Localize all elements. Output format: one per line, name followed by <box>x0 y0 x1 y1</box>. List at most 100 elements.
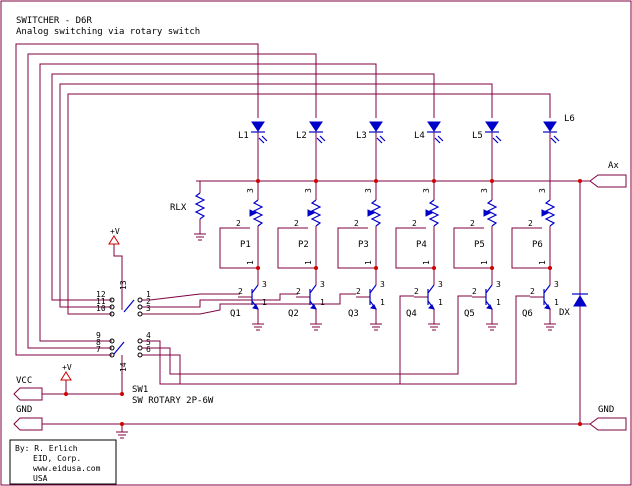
q-pin2: 2 <box>356 287 361 296</box>
gnd-right-connector: GND <box>589 405 627 431</box>
led-label-5: L5 <box>472 131 483 141</box>
transistor-2: Q2 2 3 1 <box>288 268 325 331</box>
transistor-5: Q5 2 3 1 <box>464 268 501 331</box>
q-pin3: 3 <box>380 280 385 289</box>
pot-pin3: 3 <box>246 188 255 193</box>
output-connector: Ax <box>589 161 627 188</box>
pot-pin3: 3 <box>304 188 313 193</box>
junction-dot <box>314 266 318 270</box>
sw-pin-2: 2 <box>146 297 151 306</box>
pot-pin2: 2 <box>470 219 475 228</box>
diode-dx: DX <box>559 293 588 318</box>
q-pin3: 3 <box>262 280 267 289</box>
pot-label-2: P2 <box>298 240 309 250</box>
diode-label: DX <box>559 308 570 318</box>
transistor-label-2: Q2 <box>288 309 299 319</box>
ground-symbol-main <box>116 424 128 439</box>
led-label-2: L2 <box>296 131 307 141</box>
plus-v-bottom-label: +V <box>62 363 72 372</box>
pot-pin3: 3 <box>480 188 489 193</box>
gnd-right-label: GND <box>598 405 614 415</box>
gnd-left-connector: GND <box>13 405 43 431</box>
pot-pin1: 1 <box>364 260 373 265</box>
q-pin3: 3 <box>496 280 501 289</box>
pot-label-5: P5 <box>474 240 485 250</box>
pot-label-1: P1 <box>240 240 251 250</box>
junction-dot <box>256 179 260 183</box>
junction-dot <box>374 266 378 270</box>
pot-pin2: 2 <box>528 219 533 228</box>
sw-pin-13: 13 <box>119 280 128 290</box>
pot-pin3: 3 <box>422 188 431 193</box>
pot-label-4: P4 <box>416 240 427 250</box>
junction-dots <box>64 179 582 426</box>
led-label-6: L6 <box>564 114 575 124</box>
junction-dot <box>432 266 436 270</box>
q-pin3: 3 <box>554 280 559 289</box>
q-pin2: 2 <box>238 287 243 296</box>
switch-output-wires <box>142 293 530 385</box>
q-pin2: 2 <box>414 287 419 296</box>
q-pin1: 1 <box>496 298 501 307</box>
pot-label-3: P3 <box>358 240 369 250</box>
vcc-label: VCC <box>16 376 32 386</box>
plus-v-bottom: +V <box>60 363 72 394</box>
output-label: Ax <box>608 161 619 171</box>
sw-pin-10: 10 <box>96 304 106 313</box>
transistor-1: Q1 2 3 1 <box>230 268 267 331</box>
junction-dot <box>490 266 494 270</box>
pot-pin1: 1 <box>538 260 547 265</box>
sw-pin-4: 4 <box>146 331 151 340</box>
pot-pin3: 3 <box>364 188 373 193</box>
pot-pin1: 1 <box>422 260 431 265</box>
sw-pin-5: 5 <box>146 338 151 347</box>
junction-dot <box>548 266 552 270</box>
q-pin2: 2 <box>472 287 477 296</box>
credits-line1: By: R. Erlich <box>15 444 78 453</box>
rotary-switch: 12 11 10 1 2 3 13 9 8 7 4 5 6 14 SW1 SW … <box>96 280 214 406</box>
junction-dot <box>256 266 260 270</box>
resistor-label: RLX <box>170 203 187 213</box>
q-pin1: 1 <box>262 298 267 307</box>
junction-dot <box>64 392 68 396</box>
transistor-label-5: Q5 <box>464 309 475 319</box>
transistor-label-4: Q4 <box>406 309 417 319</box>
junction-dot <box>120 392 124 396</box>
transistor-label-3: Q3 <box>348 309 359 319</box>
led-1: L1 <box>238 121 268 181</box>
sw-pin-3: 3 <box>146 304 151 313</box>
pot-pin2: 2 <box>294 219 299 228</box>
credits-line2: EID, Corp. <box>33 454 81 463</box>
transistor-label-1: Q1 <box>230 309 241 319</box>
resistor-rlx: RLX <box>170 181 206 241</box>
pot-pin2: 2 <box>412 219 417 228</box>
led-label-3: L3 <box>356 131 367 141</box>
sw-pin-8: 8 <box>96 338 101 347</box>
sw-pin-9: 9 <box>96 331 101 340</box>
led-3: L3 <box>356 121 386 181</box>
pot-pin1: 1 <box>246 260 255 265</box>
switch-value: SW ROTARY 2P-6W <box>132 396 214 406</box>
pot-1: P1 3 2 1 <box>219 181 264 269</box>
credits-line4: USA <box>33 474 48 483</box>
pot-pin2: 2 <box>236 219 241 228</box>
q-pin2: 2 <box>296 287 301 296</box>
q-pin1: 1 <box>320 298 325 307</box>
q-pin3: 3 <box>320 280 325 289</box>
led-4: L4 <box>414 121 444 181</box>
sw-pin-1: 1 <box>146 290 151 299</box>
led-feed-wires <box>15 43 551 356</box>
junction-dot <box>120 422 124 426</box>
pot-4: P4 3 2 1 <box>395 181 440 269</box>
led-5: L5 <box>472 121 502 181</box>
q-pin1: 1 <box>554 298 559 307</box>
